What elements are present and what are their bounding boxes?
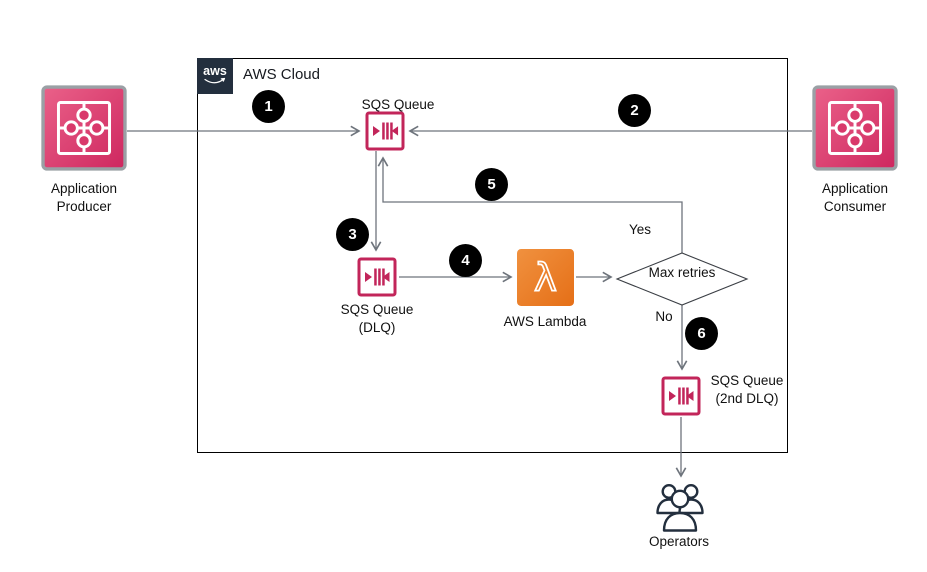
- sqs-queue-icon: [357, 257, 397, 297]
- sqs-dlq-label: SQS Queue (DLQ): [340, 302, 414, 335]
- step-badge-5: 5: [475, 168, 508, 201]
- branch-yes-label: Yes: [628, 222, 652, 237]
- application-consumer-node: [812, 85, 898, 176]
- sqs-2nd-dlq-node: [661, 376, 701, 421]
- step-badge-3: 3: [336, 218, 369, 251]
- application-consumer-label: Application Consumer: [821, 181, 889, 214]
- step-badge-2: 2: [618, 94, 651, 127]
- puzzle-pieces-icon: [41, 85, 127, 171]
- aws-cloud-boundary: [197, 58, 788, 453]
- decision-max-retries-label: Max retries: [648, 265, 716, 280]
- people-group-icon: [656, 483, 704, 532]
- application-producer-label: Application Producer: [50, 181, 118, 214]
- sqs-dlq-node: [357, 257, 397, 302]
- sqs-queue-icon: [365, 111, 405, 151]
- step-badge-4: 4: [449, 244, 482, 277]
- operators-label: Operators: [648, 534, 710, 549]
- sqs-2nd-dlq-label: SQS Queue (2nd DLQ): [710, 373, 784, 406]
- aws-lambda-node: λ: [517, 249, 574, 311]
- step-badge-1: 1: [252, 90, 285, 123]
- sqs-queue-node: [365, 111, 405, 156]
- application-producer-node: [41, 85, 127, 176]
- step-badge-6: 6: [685, 317, 718, 350]
- aws-lambda-label: AWS Lambda: [503, 314, 587, 329]
- puzzle-pieces-icon: [812, 85, 898, 171]
- lambda-glyph: λ: [534, 256, 557, 301]
- aws-logo-badge: aws: [197, 58, 233, 94]
- lambda-icon: λ: [517, 249, 574, 306]
- sqs-queue-label: SQS Queue: [361, 97, 435, 112]
- branch-no-label: No: [655, 309, 673, 324]
- aws-logo-text: aws: [203, 64, 227, 78]
- aws-logo-icon: aws: [203, 64, 227, 84]
- operators-node: [652, 482, 708, 537]
- sqs-queue-icon: [661, 376, 701, 416]
- aws-cloud-label: AWS Cloud: [243, 66, 320, 83]
